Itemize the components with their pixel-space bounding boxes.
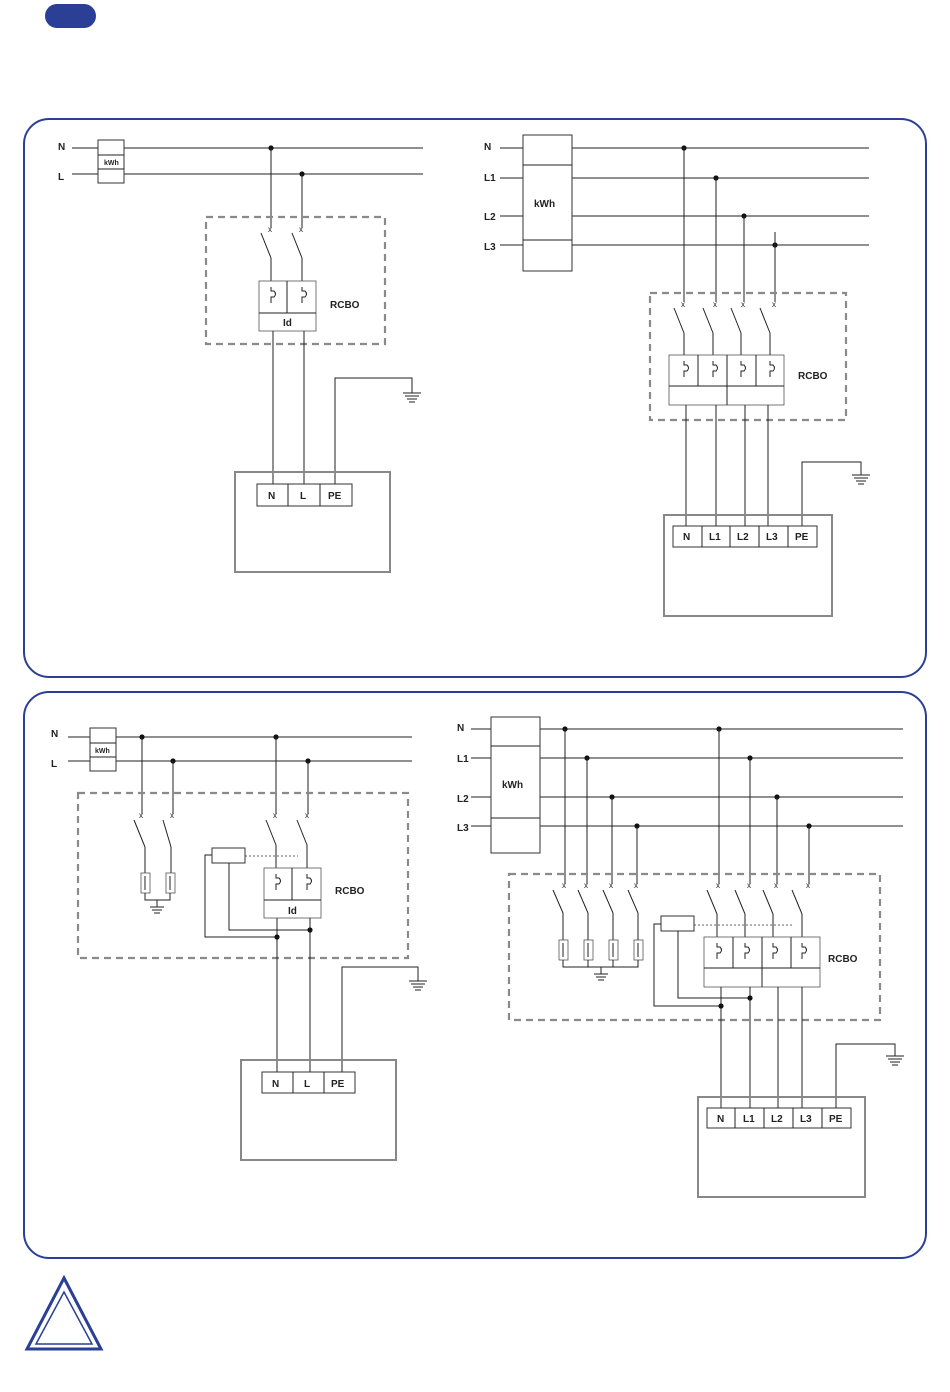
ground-icon [150,907,164,913]
label-l2: L2 [484,212,496,223]
label-n: N [58,142,65,153]
svg-text:x: x [741,300,745,309]
terminal-n: N [268,491,275,502]
rcbo-label: RCBO [828,954,858,965]
label-l2: L2 [457,794,469,805]
label-n: N [484,142,491,153]
svg-text:x: x [305,811,309,820]
rcbo-label: RCBO [330,300,360,311]
label-n: N [457,723,464,734]
label-l: L [58,172,64,183]
label-l3: L3 [484,242,496,253]
label-l1: L1 [457,754,469,765]
svg-text:x: x [139,811,143,820]
svg-text:x: x [268,225,272,234]
terminal-pe: PE [328,491,342,502]
terminal-l3: L3 [800,1114,812,1125]
terminal-n: N [272,1079,279,1090]
meter-label: kWh [534,199,555,210]
terminal-n: N [717,1114,724,1125]
terminal-pe: PE [795,532,809,543]
terminal-pe: PE [331,1079,345,1090]
svg-text:x: x [170,811,174,820]
terminal-l1: L1 [743,1114,755,1125]
terminal-l: L [300,491,306,502]
terminal-pe: PE [829,1114,843,1125]
id-label: Id [288,906,297,917]
meter-label: kWh [502,780,523,791]
ground-icon [886,1056,904,1065]
label-n: N [51,729,58,740]
svg-text:x: x [584,881,588,890]
meter-label: kWh [95,748,110,755]
terminal-l1: L1 [709,532,721,543]
diagram-three-phase-rcbo-with-surge: N L1 L2 L3 kWh x x x x x x x x [457,717,904,1197]
svg-text:x: x [747,881,751,890]
svg-text:x: x [634,881,638,890]
svg-text:x: x [774,881,778,890]
svg-text:x: x [806,881,810,890]
terminal-l3: L3 [766,532,778,543]
svg-text:x: x [713,300,717,309]
rcbo-label: RCBO [798,371,828,382]
svg-text:x: x [273,811,277,820]
terminal-l: L [304,1079,310,1090]
terminal-n: N [683,532,690,543]
svg-text:x: x [562,881,566,890]
label-l: L [51,759,57,770]
svg-text:x: x [772,300,776,309]
label-l3: L3 [457,823,469,834]
rcbo-label: RCBO [335,886,365,897]
diagram-single-phase-rcbo: N L kWh x x Id RCBO [58,140,423,572]
label-l1: L1 [484,173,496,184]
diagram-three-phase-rcbo: N L1 L2 L3 kWh x x x x [484,135,870,616]
ground-icon [594,974,608,980]
terminal-l2: L2 [771,1114,783,1125]
diagram-single-phase-rcbo-with-surge: N L kWh x x x x [51,728,427,1160]
ground-icon [403,393,421,402]
svg-text:x: x [681,300,685,309]
warning-triangle-icon [27,1278,101,1349]
terminal-l2: L2 [737,532,749,543]
meter-label: kWh [104,160,119,167]
ground-icon [852,475,870,484]
ground-icon [409,981,427,990]
svg-text:x: x [716,881,720,890]
svg-text:x: x [609,881,613,890]
svg-text:x: x [299,225,303,234]
id-label: Id [283,318,292,329]
